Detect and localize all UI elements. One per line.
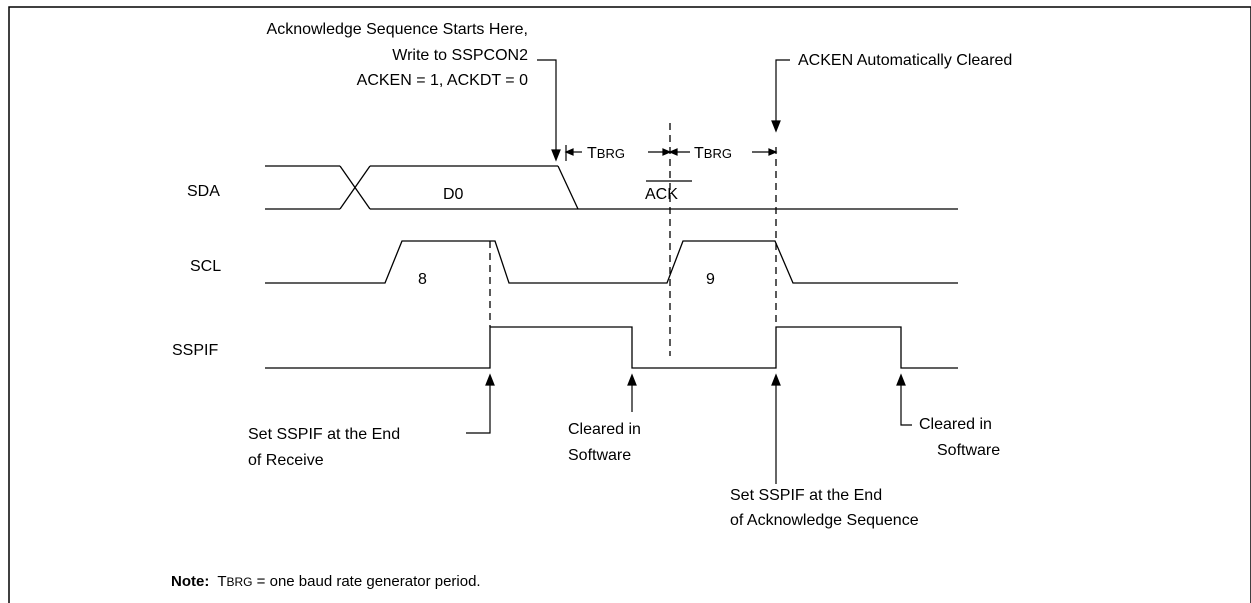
ack-label: ACK: [645, 186, 678, 203]
set-sspif-receive-line2: of Receive: [248, 452, 324, 469]
tbrg2-label: TBRG: [694, 145, 732, 162]
tbrg1-t: T: [587, 145, 597, 162]
acken-cleared-leader: [771, 59, 790, 133]
sda-waveform: [265, 165, 958, 210]
cleared-sw2-line1: Cleared in: [919, 416, 992, 433]
diagram-frame: [8, 6, 1251, 603]
acken-cleared-text: ACKEN Automatically Cleared: [798, 52, 1012, 69]
bit8-label: 8: [418, 271, 427, 288]
ack-start-line2: Write to SSPCON2: [392, 47, 528, 64]
dashed-markers: [489, 123, 777, 356]
ack-start-line3: ACKEN = 1, ACKDT = 0: [357, 72, 528, 89]
tbrg2-t: T: [694, 145, 704, 162]
tbrg2-sub: BRG: [704, 146, 732, 161]
set-sspif-receive-line1: Set SSPIF at the End: [248, 426, 400, 443]
cleared-sw2-leader: [896, 373, 912, 426]
set-sspif-receive-leader: [466, 373, 495, 434]
sspif-label: SSPIF: [172, 342, 218, 359]
scl-waveform: [265, 240, 958, 284]
note-prefix: Note:: [171, 573, 209, 590]
note-brg: BRG: [227, 575, 253, 589]
bit9-label: 9: [706, 271, 715, 288]
sspif-waveform: [265, 326, 958, 369]
note-text: = one baud rate generator period.: [253, 573, 481, 590]
set-sspif-ack-line2: of Acknowledge Sequence: [730, 512, 919, 529]
cleared-sw1-line2: Software: [568, 447, 631, 464]
tbrg1-label: TBRG: [587, 145, 625, 162]
note-t: T: [217, 573, 226, 590]
cleared-sw1-line1: Cleared in: [568, 421, 641, 438]
ack-start-line1: Acknowledge Sequence Starts Here,: [267, 21, 528, 38]
set-sspif-ack-line1: Set SSPIF at the End: [730, 487, 882, 504]
tbrg1-sub: BRG: [597, 146, 625, 161]
note-line: Note: TBRG = one baud rate generator peri…: [171, 573, 481, 590]
cleared-sw1-leader: [627, 373, 637, 412]
cleared-sw2-line2: Software: [937, 442, 1000, 459]
tbrg-arrows: [564, 145, 778, 161]
set-sspif-ack-leader: [771, 373, 781, 484]
ack-start-leader: [537, 59, 561, 162]
scl-label: SCL: [190, 258, 221, 275]
sda-label: SDA: [187, 183, 220, 200]
d0-label: D0: [443, 186, 464, 203]
